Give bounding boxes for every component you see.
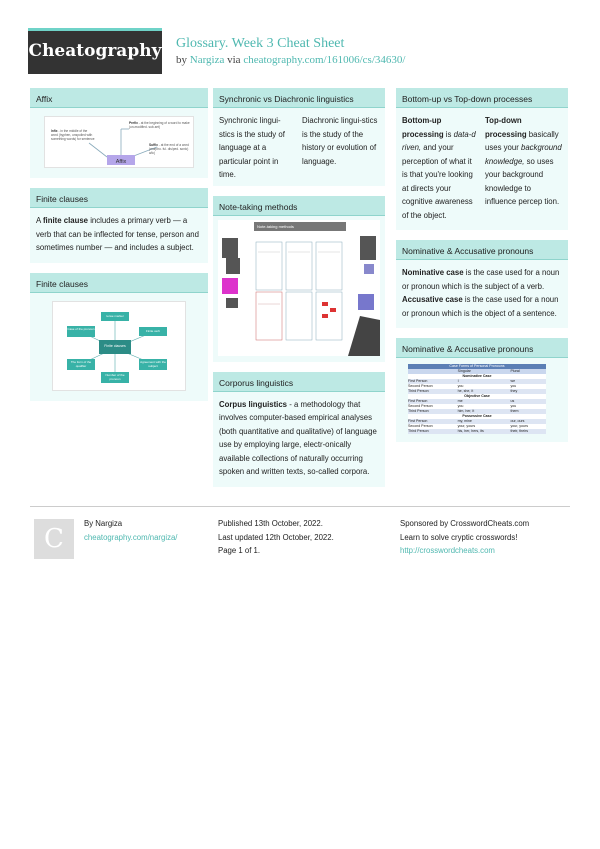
table-cell: him, her, it <box>457 409 475 413</box>
diachronic-text: Diachronic lingui-stics is the study of … <box>302 116 378 166</box>
author-link[interactable]: Nargiza <box>189 54 225 66</box>
note-taking-box: Note-taking methods Note-taking methods <box>213 195 385 362</box>
table-cell: you <box>457 384 464 388</box>
bottom-up-text: Bottom-up processing is data-d riven, an… <box>402 116 476 220</box>
affix-box: Affix Affix Prefix - at the beginning of… <box>30 88 208 178</box>
affix-diagram: Affix Prefix - at the beginning of a wor… <box>44 116 194 168</box>
table-section: Nominative Case <box>462 374 492 378</box>
table-header-cell: Plural <box>510 369 520 373</box>
prefix-node: Prefix - at the beginning of a word to m… <box>129 121 190 129</box>
table-cell: your, yours <box>457 424 476 428</box>
table-header-cell: Singular <box>457 369 471 373</box>
published-date: Published 13th October, 2022. <box>218 519 323 528</box>
pronoun-table-heading: Nominative & Accusative pronouns <box>396 338 568 358</box>
column-3: Bottom-up vs Top-down processes Bottom-u… <box>396 88 568 452</box>
nominative-heading: Nominative & Accusative pronouns <box>396 240 568 260</box>
affix-diagram-svg <box>88 128 158 165</box>
author-avatar[interactable]: C <box>34 519 74 559</box>
table-cell: he, she, it <box>457 389 474 393</box>
nominative-box: Nominative & Accusative pronouns Nominat… <box>396 240 568 328</box>
corpus-box: Corporus linguistics Corpus linguistics … <box>213 371 385 487</box>
finite-node: tense marker <box>101 311 129 321</box>
page-footer: C By Nargiza cheatography.com/nargiza/ P… <box>30 506 570 559</box>
table-section: Objective Case <box>464 394 490 398</box>
column-2: Synchronic vs Diachronic linguistics Syn… <box>213 88 385 497</box>
footer-dates: Published 13th October, 2022. Last updat… <box>218 517 334 558</box>
finite-clauses-diagram-heading: Finite clauses <box>30 272 208 293</box>
footer-author-name: Nargiza <box>95 519 123 528</box>
footer-author: By Nargiza cheatography.com/nargiza/ <box>84 519 178 542</box>
table-title: Case Forms of Personal Pronouns <box>408 364 546 369</box>
finite-node: Number of the pronoun <box>101 371 129 383</box>
table-cell: Third Person <box>408 409 429 413</box>
finite-clauses-diagram-box: Finite clauses Finite clauses tense mark… <box>30 272 208 401</box>
affix-heading: Affix <box>30 88 208 108</box>
table-cell: your, yours <box>510 424 529 428</box>
finite-center-node: Finite clauses <box>99 339 131 354</box>
column-1: Affix Affix Prefix - at the beginning of… <box>30 88 208 411</box>
pronoun-table-box: Nominative & Accusative pronouns Case Fo… <box>396 338 568 442</box>
finite-node: Case of the pronoun <box>67 325 95 337</box>
logo-text: Cheatography <box>28 41 162 61</box>
table-cell: they <box>510 389 518 393</box>
table-cell: First Person <box>408 419 428 423</box>
note-taking-image: Note-taking methods <box>218 219 380 356</box>
affix-center-node <box>107 155 135 165</box>
pronoun-case-table: Case Forms of Personal Pronouns Singular… <box>408 364 546 434</box>
table-cell: them <box>510 409 519 413</box>
table-cell: you <box>510 404 517 408</box>
sponsor-tagline: Learn to solve cryptic crosswords! <box>400 532 518 542</box>
finite-node: Agreement with the subject <box>139 358 167 370</box>
table-cell: us <box>510 399 515 403</box>
table-cell: First Person <box>408 379 428 383</box>
cheatography-logo[interactable]: Cheatography <box>28 28 162 74</box>
table-cell: Third Person <box>408 389 429 393</box>
synchronic-heading: Synchronic vs Diachronic linguistics <box>213 88 385 108</box>
table-cell: their, theirs <box>510 429 529 433</box>
table-cell: I <box>457 379 459 383</box>
synchronic-box: Synchronic vs Diachronic linguistics Syn… <box>213 88 385 186</box>
corpus-heading: Corporus linguistics <box>213 371 385 392</box>
suffix-node: Suffix - at the end of a word (morpho. f… <box>149 143 189 155</box>
top-down-text: Top-down processing basically uses your … <box>485 116 562 206</box>
table-cell: Third Person <box>408 429 429 433</box>
corpus-text: Corpus linguistics - a methodology that … <box>219 399 377 477</box>
synchronic-text: Synchronic lingui-stics is the study of … <box>219 116 285 179</box>
logo-accent <box>28 28 162 31</box>
footer-author-link[interactable]: cheatography.com/nargiza/ <box>84 532 178 542</box>
table-cell: Second Person <box>408 404 433 408</box>
page-number: Page 1 of 1. <box>218 546 261 555</box>
nominative-text: Nominative case is the case used for a n… <box>402 268 560 318</box>
affix-center-label: Affix <box>115 159 127 165</box>
finite-clauses-text: A finite clause includes a primary verb … <box>36 216 199 252</box>
byline: by Nargiza via cheatography.com/161006/c… <box>176 54 406 66</box>
bottom-up-heading: Bottom-up vs Top-down processes <box>396 88 568 108</box>
sponsor-link[interactable]: http://crosswordcheats.com <box>400 546 495 555</box>
finite-node: The form of the qualifier <box>67 358 95 370</box>
note-taking-title-bar: Note-taking methods <box>254 221 346 231</box>
table-cell: Second Person <box>408 384 433 388</box>
finite-clauses-box: Finite clauses A finite clause includes … <box>30 188 208 263</box>
updated-date: Last updated 12th October, 2022. <box>218 532 334 542</box>
finite-clauses-diagram: Finite clauses tense marker Finite verb … <box>52 300 186 391</box>
page-title[interactable]: Glossary. Week 3 Cheat Sheet <box>176 36 345 51</box>
table-cell: me <box>457 399 463 403</box>
finite-node: Finite verb <box>139 326 167 336</box>
footer-sponsor: Sponsored by CrosswordCheats.com Learn t… <box>400 519 530 555</box>
table-cell: we <box>510 379 516 383</box>
table-section: Possessive Case <box>462 414 492 418</box>
bottom-up-box: Bottom-up vs Top-down processes Bottom-u… <box>396 88 568 230</box>
note-taking-heading: Note-taking methods <box>213 195 385 216</box>
table-cell: my, mine <box>457 419 472 423</box>
table-cell: you <box>457 404 464 408</box>
table-cell: you <box>510 384 517 388</box>
sponsor-name[interactable]: CrosswordCheats.com <box>450 519 530 528</box>
table-cell: his, her, hers, its <box>457 429 484 433</box>
table-cell: our, ours <box>510 419 525 423</box>
table-cell: First Person <box>408 399 428 403</box>
infix-node: Infix - in the middle of the word (hyphe… <box>51 129 95 141</box>
sheet-url-link[interactable]: cheatography.com/161006/cs/34630/ <box>243 54 406 66</box>
finite-clauses-heading: Finite clauses <box>30 188 208 208</box>
table-cell: Second Person <box>408 424 433 428</box>
